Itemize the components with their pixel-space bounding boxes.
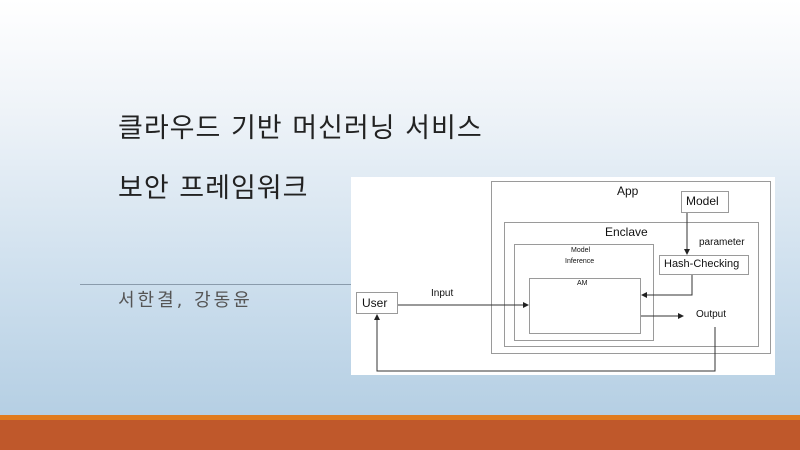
parameter-label: parameter [699,237,745,248]
hash-checking-label: Hash-Checking [664,258,740,270]
input-label: Input [431,288,454,299]
divider-rule [80,284,352,285]
authors: 서한결, 강동윤 [118,290,253,311]
user-label: User [362,296,388,310]
model-inference-label-2: Inference [565,258,595,265]
output-label: Output [696,309,727,320]
user-box [356,292,398,314]
model-label: Model [686,194,719,208]
diagram-arrows [374,213,716,372]
slide-title-line-2: 보안 프레임워크 [118,173,309,204]
enclave-label: Enclave [605,225,648,239]
am-box [529,278,641,334]
am-label: AM [577,280,588,287]
app-label: App [617,184,639,198]
model-box [681,191,729,213]
slide-title-line-1: 클라우드 기반 머신러닝 서비스 [118,113,483,144]
architecture-diagram: App Model Enclave parameter Hash-Checkin… [351,177,775,375]
hash-checking-box [659,255,749,275]
footer-bar [0,420,800,450]
model-inference-label-1: Model [571,247,591,254]
footer-accent-line [0,415,800,420]
